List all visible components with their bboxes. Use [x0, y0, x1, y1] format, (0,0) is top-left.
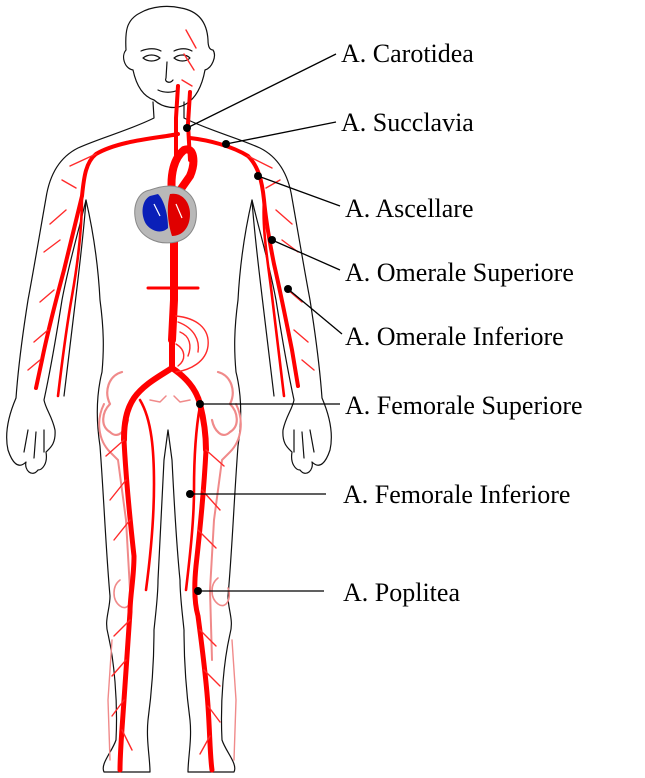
hand-left-fingers — [24, 430, 44, 458]
label-ascellare: A. Ascellare — [345, 194, 474, 223]
nose — [166, 62, 173, 82]
hand-right-fingers — [294, 430, 314, 458]
artery-arm-left — [36, 134, 178, 388]
eye-left — [143, 55, 160, 61]
minor-branches — [28, 30, 314, 754]
brow-right — [174, 49, 192, 51]
pale-vessels — [99, 372, 241, 760]
label-femorale-inferiore: A. Femorale Inferiore — [343, 480, 570, 509]
brow-left — [141, 49, 161, 51]
artery-arm-right — [190, 138, 298, 386]
label-carotidea: A. Carotidea — [341, 39, 474, 68]
mouth — [158, 90, 178, 92]
label-succlavia: A. Succlavia — [341, 108, 474, 137]
leader-lines — [187, 54, 342, 591]
label-omerale-superiore: A. Omerale Superiore — [345, 258, 574, 287]
label-poplitea: A. Poplitea — [343, 578, 460, 607]
heart — [135, 186, 197, 243]
labels: A. Carotidea A. Succlavia A. Ascellare A… — [341, 39, 583, 607]
iliac-arteries — [124, 340, 206, 450]
label-omerale-inferiore: A. Omerale Inferiore — [345, 322, 564, 351]
label-femorale-superiore: A. Femorale Superiore — [345, 391, 583, 420]
aorta — [172, 149, 194, 340]
